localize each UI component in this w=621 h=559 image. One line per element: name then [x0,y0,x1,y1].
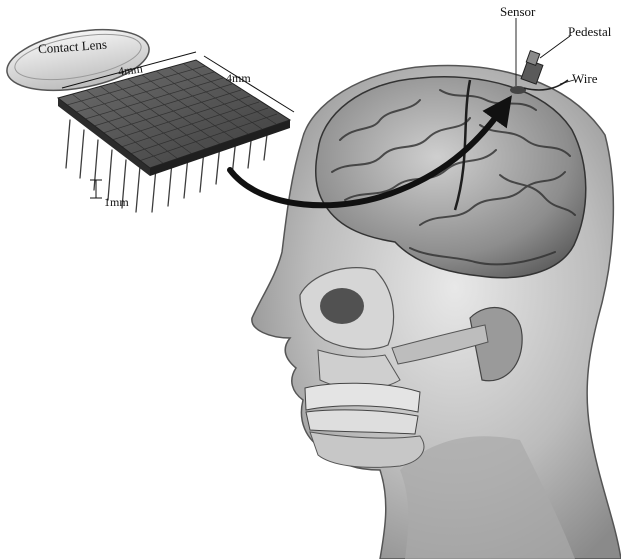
label-width-side: 4mm [226,72,251,84]
jaw [310,432,424,467]
label-width-top: 4mm [117,62,143,77]
lower-teeth [306,410,418,434]
label-wire: Wire [572,72,597,85]
label-pedestal: Pedestal [568,25,611,38]
label-height: 1mm [104,196,129,208]
label-sensor: Sensor [500,5,535,18]
sensor [510,86,526,94]
